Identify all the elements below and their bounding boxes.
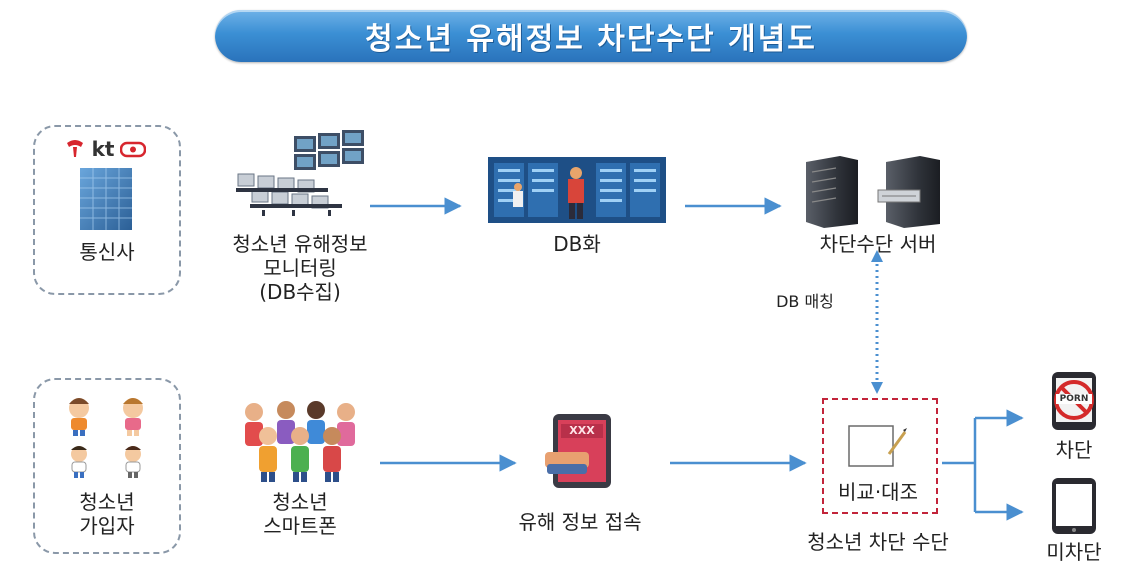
building-icon bbox=[80, 168, 132, 230]
server-label: 차단수단 서버 bbox=[819, 232, 937, 256]
db-label: DB화 bbox=[553, 232, 601, 256]
smartphone-label-line1: 청소년 bbox=[272, 490, 328, 514]
porn-sign-text: PORN bbox=[1056, 394, 1092, 404]
title-banner: 청소년 유해정보 차단수단 개념도 bbox=[215, 10, 967, 62]
kt-logo: kt bbox=[50, 135, 160, 163]
monitoring-room-icon bbox=[236, 130, 364, 216]
tablet-xxx-icon bbox=[545, 414, 611, 488]
compare-label: 비교·대조 bbox=[838, 480, 918, 504]
monitoring-label-line1: 청소년 유해정보 bbox=[232, 232, 368, 256]
smartphone-label-line2: 스마트폰 bbox=[263, 514, 337, 538]
unblocked-phone-icon bbox=[1052, 478, 1096, 534]
server-icon bbox=[806, 156, 940, 228]
carrier-group bbox=[33, 125, 181, 295]
blocked-label: 차단 bbox=[1055, 438, 1093, 462]
arrow-db-matching-head-up bbox=[871, 250, 883, 262]
kt-tv-icon bbox=[120, 141, 147, 158]
compare-box bbox=[822, 398, 938, 514]
subscriber-group bbox=[33, 378, 181, 554]
subscriber-label-line1: 청소년 bbox=[79, 490, 135, 514]
subscriber-label-line2: 가입자 bbox=[79, 514, 135, 538]
child-3 bbox=[71, 446, 87, 478]
carrier-label: 통신사 bbox=[79, 240, 135, 264]
kids-with-phones-icon bbox=[245, 401, 355, 482]
arrow-db-matching-head-down bbox=[871, 382, 883, 394]
db-matching-label: DB 매칭 bbox=[776, 292, 834, 311]
kt-mark-icon bbox=[66, 140, 83, 157]
monitoring-label-line3: (DB수집) bbox=[259, 280, 341, 304]
child-2 bbox=[123, 398, 143, 436]
kt-logo-text: kt bbox=[91, 137, 115, 161]
diagram-title: 청소년 유해정보 차단수단 개념도 bbox=[365, 22, 817, 57]
compare-document-icon bbox=[848, 425, 907, 467]
compare-caption: 청소년 차단 수단 bbox=[807, 530, 949, 554]
database-room-icon bbox=[488, 157, 666, 223]
child-1 bbox=[69, 398, 89, 436]
monitoring-label-line2: 모니터링 bbox=[263, 256, 337, 280]
children-icon bbox=[69, 398, 143, 478]
not-blocked-label: 미차단 bbox=[1046, 540, 1102, 564]
child-4 bbox=[125, 446, 141, 478]
access-label: 유해 정보 접속 bbox=[518, 510, 642, 534]
tablet-xxx-text: XXX bbox=[569, 424, 595, 437]
